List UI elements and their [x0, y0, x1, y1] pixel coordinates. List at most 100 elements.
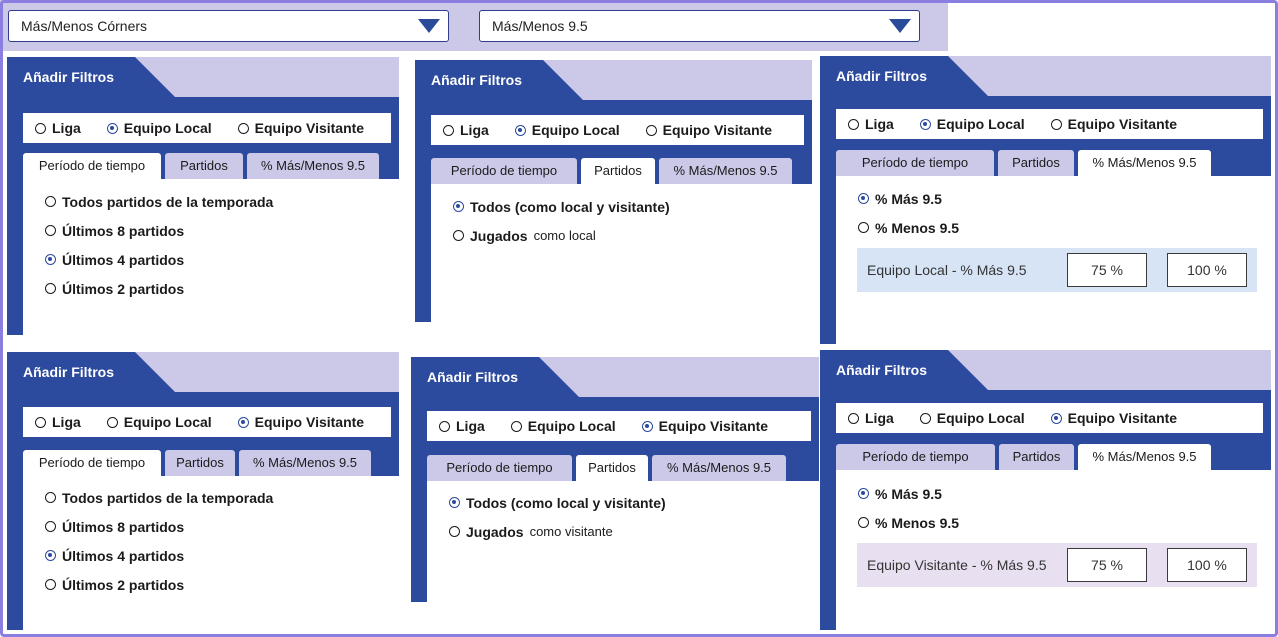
filter-tab[interactable]: % Más/Menos 9.5 — [652, 455, 786, 481]
radio-icon[interactable] — [45, 550, 56, 561]
radio-icon[interactable] — [449, 526, 460, 537]
radio-icon[interactable] — [45, 579, 56, 590]
filter-option[interactable]: Todos partidos de la temporada — [45, 483, 273, 512]
scope-option[interactable]: Liga — [848, 116, 894, 132]
radio-icon[interactable] — [919, 412, 931, 424]
filter-option[interactable]: Todos partidos de la temporada — [45, 187, 273, 216]
filter-tab[interactable]: % Más/Menos 9.5 — [239, 450, 371, 476]
filter-option[interactable]: % Menos 9.5 — [858, 213, 959, 242]
scope-option[interactable]: Equipo Visitante — [1050, 116, 1177, 132]
chevron-down-icon[interactable] — [889, 19, 911, 33]
scope-option[interactable]: Equipo Local — [106, 120, 212, 136]
radio-icon[interactable] — [514, 124, 526, 136]
radio-icon[interactable] — [1050, 118, 1062, 130]
radio-icon[interactable] — [439, 420, 450, 432]
filter-tab[interactable]: Período de tiempo — [836, 444, 995, 470]
scope-option[interactable]: Liga — [35, 414, 81, 430]
scope-option[interactable]: Equipo Visitante — [641, 418, 768, 434]
filter-tab[interactable]: Período de tiempo — [836, 150, 994, 176]
radio-icon[interactable] — [45, 225, 56, 236]
radio-icon[interactable] — [45, 521, 56, 532]
radio-icon[interactable] — [45, 492, 56, 503]
radio-icon[interactable] — [453, 201, 464, 212]
chevron-down-icon[interactable] — [418, 19, 440, 33]
scope-option[interactable]: Equipo Local — [514, 122, 620, 138]
radio-icon[interactable] — [106, 416, 118, 428]
radio-icon[interactable] — [237, 122, 249, 134]
radio-icon[interactable] — [449, 497, 460, 508]
filter-tab[interactable]: Partidos — [999, 444, 1074, 470]
filter-option[interactable]: % Más 9.5 — [858, 184, 959, 213]
filter-tab[interactable]: % Más/Menos 9.5 — [1078, 150, 1211, 178]
radio-icon[interactable] — [1050, 412, 1062, 424]
filter-option-label: % Más 9.5 — [875, 485, 942, 502]
filter-option[interactable]: % Menos 9.5 — [858, 508, 959, 537]
filter-tab[interactable]: Período de tiempo — [23, 153, 161, 181]
radio-icon[interactable] — [35, 416, 46, 428]
filter-tab[interactable]: % Más/Menos 9.5 — [247, 153, 379, 179]
radio-icon[interactable] — [858, 222, 869, 233]
scope-option[interactable]: Equipo Local — [919, 410, 1025, 426]
scope-option[interactable]: Liga — [443, 122, 489, 138]
radio-icon[interactable] — [858, 193, 869, 204]
scope-option[interactable]: Equipo Visitante — [645, 122, 772, 138]
radio-icon[interactable] — [35, 122, 46, 134]
filter-option[interactable]: % Más 9.5 — [858, 479, 959, 508]
radio-icon[interactable] — [453, 230, 464, 241]
filter-tab[interactable]: Partidos — [165, 450, 235, 476]
filter-option-label: Jugados — [470, 227, 528, 244]
filter-option[interactable]: Todos (como local y visitante) — [453, 192, 670, 221]
radio-icon[interactable] — [645, 124, 657, 136]
radio-icon[interactable] — [443, 124, 454, 136]
range-max-input[interactable]: 100 % — [1167, 548, 1247, 582]
radio-icon[interactable] — [237, 416, 249, 428]
filter-tab[interactable]: Partidos — [581, 158, 655, 186]
filter-option[interactable]: Últimos 2 partidos — [45, 570, 273, 599]
filter-option[interactable]: Últimos 4 partidos — [45, 245, 273, 274]
market-select[interactable]: Más/Menos Córners — [8, 10, 449, 42]
scope-option[interactable]: Equipo Local — [106, 414, 212, 430]
filter-tab[interactable]: Partidos — [998, 150, 1074, 176]
scope-option[interactable]: Liga — [35, 120, 81, 136]
line-select[interactable]: Más/Menos 9.5 — [479, 10, 920, 42]
radio-icon[interactable] — [510, 420, 522, 432]
radio-icon[interactable] — [106, 122, 118, 134]
radio-icon[interactable] — [641, 420, 653, 432]
scope-option-label: Liga — [865, 116, 894, 132]
scope-option[interactable]: Equipo Visitante — [237, 414, 365, 430]
range-min-input[interactable]: 75 % — [1067, 548, 1147, 582]
scope-option[interactable]: Equipo Local — [919, 116, 1025, 132]
scope-option[interactable]: Liga — [439, 418, 485, 434]
radio-icon[interactable] — [45, 254, 56, 265]
scope-option-label: Equipo Local — [936, 116, 1025, 132]
radio-icon[interactable] — [858, 517, 869, 528]
filter-option[interactable]: Últimos 8 partidos — [45, 216, 273, 245]
range-max-input[interactable]: 100 % — [1167, 253, 1247, 287]
radio-icon[interactable] — [45, 283, 56, 294]
radio-icon[interactable] — [45, 196, 56, 207]
scope-option[interactable]: Equipo Local — [510, 418, 616, 434]
filter-option[interactable]: Últimos 4 partidos — [45, 541, 273, 570]
filter-tab[interactable]: % Más/Menos 9.5 — [659, 158, 792, 184]
filter-tab[interactable]: Período de tiempo — [23, 450, 161, 478]
filter-option[interactable]: Últimos 8 partidos — [45, 512, 273, 541]
filter-tab[interactable]: % Más/Menos 9.5 — [1078, 444, 1211, 472]
scope-option-label: Equipo Visitante — [254, 414, 365, 430]
filter-tab[interactable]: Partidos — [576, 455, 648, 483]
radio-icon[interactable] — [858, 488, 869, 499]
scope-option[interactable]: Equipo Visitante — [1050, 410, 1177, 426]
radio-icon[interactable] — [919, 118, 931, 130]
scope-option[interactable]: Liga — [848, 410, 894, 426]
filter-option[interactable]: Todos (como local y visitante) — [449, 488, 666, 517]
radio-icon[interactable] — [848, 412, 859, 424]
filter-tab[interactable]: Período de tiempo — [431, 158, 577, 184]
radio-icon[interactable] — [848, 118, 859, 130]
filter-option[interactable]: Últimos 2 partidos — [45, 274, 273, 303]
range-min-input[interactable]: 75 % — [1067, 253, 1147, 287]
scope-option[interactable]: Equipo Visitante — [237, 120, 364, 136]
filter-tab[interactable]: Partidos — [165, 153, 243, 179]
filter-tab[interactable]: Período de tiempo — [427, 455, 572, 481]
